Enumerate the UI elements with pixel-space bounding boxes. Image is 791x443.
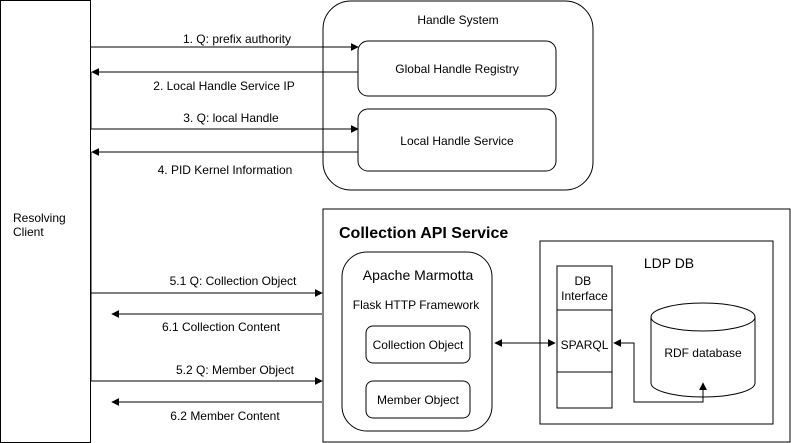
apache-marmotta-label: Apache Marmotta bbox=[363, 267, 474, 283]
db-interface-line-1: DB bbox=[574, 274, 591, 288]
member-object-node: Member Object bbox=[365, 380, 471, 419]
edge-5-2-arrow bbox=[90, 293, 323, 385]
local-service-node: Local Handle Service bbox=[357, 108, 557, 172]
resolving-client-line-1: Resolving bbox=[13, 211, 66, 225]
collection-object-node: Collection Object bbox=[365, 325, 471, 364]
rdf-database-node: RDF database bbox=[650, 302, 756, 398]
member-object-label: Member Object bbox=[377, 393, 460, 407]
collection-object-label: Collection Object bbox=[373, 338, 464, 352]
sparql-label: SPARQL bbox=[561, 338, 609, 352]
edge-5-2-label: 5.2 Q: Member Object bbox=[176, 363, 295, 377]
sparql-rdf-connector bbox=[613, 339, 707, 403]
ldp-db-label: LDP DB bbox=[644, 255, 694, 271]
local-service-label: Local Handle Service bbox=[400, 134, 514, 148]
db-interface-line-2: Interface bbox=[561, 289, 608, 303]
edge-2-label: 2. Local Handle Service IP bbox=[153, 79, 294, 93]
collection-api-label: Collection API Service bbox=[339, 225, 508, 242]
edge-3-label: 3. Q: local Handle bbox=[183, 111, 279, 125]
db-interface-column: DB Interface SPARQL bbox=[556, 265, 613, 409]
edge-3-arrow bbox=[90, 72, 359, 133]
edge-4-label: 4. PID Kernel Information bbox=[158, 163, 293, 177]
global-registry-node: Global Handle Registry bbox=[357, 40, 557, 97]
resolving-client-line-2: Client bbox=[13, 225, 44, 239]
resolving-client-node: Resolving Client bbox=[0, 0, 91, 443]
resolving-client-label: Resolving Client bbox=[13, 211, 69, 239]
db-interface-label: DB Interface bbox=[561, 274, 608, 303]
edge-6-1-label: 6.1 Collection Content bbox=[162, 320, 281, 334]
edge-1-label: 1. Q: prefix authority bbox=[183, 32, 291, 46]
global-registry-label: Global Handle Registry bbox=[395, 62, 518, 76]
rdf-database-label: RDF database bbox=[664, 346, 742, 360]
flask-label: Flask HTTP Framework bbox=[353, 298, 480, 312]
edge-6-2-label: 6.2 Member Content bbox=[170, 409, 280, 423]
edge-5-1-label: 5.1 Q: Collection Object bbox=[170, 274, 297, 288]
handle-system-label: Handle System bbox=[417, 13, 498, 27]
